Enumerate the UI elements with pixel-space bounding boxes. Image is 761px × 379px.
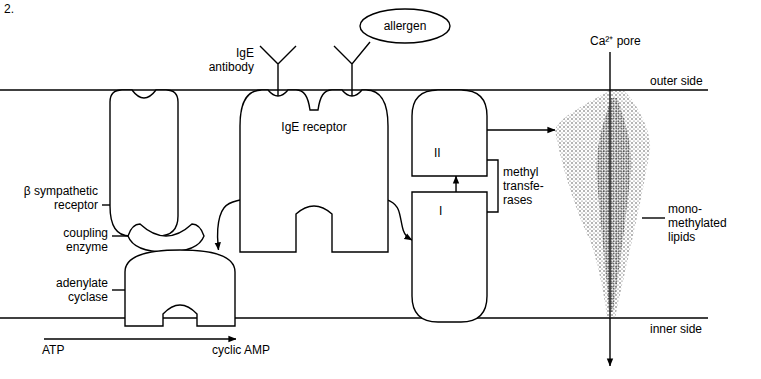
text-slot: Ca²⁺ pore (590, 34, 641, 48)
transferase-box: I (412, 192, 487, 322)
text-slot: β sympathetic receptor (8, 184, 98, 212)
text-slot: allergen (359, 19, 451, 33)
text-slot: ATP (42, 343, 64, 357)
enzyme-shape-outline (128, 222, 204, 252)
node-text: adenylate cyclase (56, 276, 108, 304)
transferase-box-outline (412, 192, 487, 322)
cyclase-shape-outline (125, 250, 235, 326)
node-text: IgE receptor (281, 120, 346, 134)
pore-label: Ca²⁺ pore (590, 34, 641, 48)
leader-line (102, 204, 110, 205)
outer-membrane-line (0, 89, 708, 90)
enzyme-shape-path (128, 224, 204, 252)
inner-membrane-line (0, 317, 708, 318)
text-slot: IgE antibody (192, 46, 254, 74)
antibody-symbol (334, 42, 370, 96)
text-slot: methyl transfe- rases (503, 165, 555, 207)
transferase-box: II (412, 90, 487, 176)
ige-receptor-outline (240, 86, 388, 252)
lipid-region-path (555, 90, 650, 318)
connector-arrow (218, 200, 240, 250)
node-text: I (439, 204, 442, 218)
ige-receptor-path (240, 90, 388, 252)
text-slot: I (439, 204, 442, 218)
cyclase-shape: adenylate cyclase (125, 250, 235, 326)
node-text: mono- methylated lipids (668, 202, 727, 244)
node-text: β sympathetic receptor (24, 184, 98, 212)
text-slot: inner side (650, 322, 702, 336)
text-slot: coupling enzyme (44, 226, 108, 254)
receptor-shape-path (110, 90, 178, 236)
node-text: II (434, 146, 441, 160)
text-slot: 2. (4, 2, 14, 16)
enzyme-shape: coupling enzyme (128, 222, 204, 252)
text-slot: II (434, 146, 441, 160)
side-label: outer side (650, 74, 703, 88)
leader-line (642, 217, 665, 218)
transferase-box-path (412, 192, 487, 322)
antibody-label: IgE antibody (209, 46, 254, 74)
lipid-region: mono- methylated lipids (555, 90, 655, 318)
bracket (487, 160, 498, 212)
text-slot: adenylate cyclase (44, 276, 108, 304)
text-slot: cyclic AMP (212, 343, 270, 357)
connector-arrow (455, 176, 456, 192)
transferase-box-path (412, 90, 487, 176)
substrate-label: ATP (42, 343, 64, 357)
lipid-region-outline (555, 90, 655, 318)
connector-arrow (388, 200, 412, 240)
side-label: inner side (650, 322, 702, 336)
text-slot: IgE receptor (240, 120, 388, 134)
node-text: allergen (384, 19, 427, 33)
product-label: cyclic AMP (212, 343, 270, 357)
receptor-shape-outline (110, 88, 178, 236)
reaction-arrow (44, 338, 236, 339)
allergen-oval: allergen (359, 8, 451, 44)
antibody-symbol (260, 46, 296, 96)
receptor-shape: β sympathetic receptor (110, 88, 178, 236)
text-slot: mono- methylated lipids (668, 202, 740, 244)
ige-receptor: IgE receptor (240, 86, 388, 252)
allergen-oval-path (360, 9, 450, 43)
transferase-box-outline (412, 90, 487, 176)
connector-arrow (487, 129, 555, 130)
figure-number: 2. (4, 2, 14, 16)
text-slot: outer side (650, 74, 703, 88)
leader-line (112, 289, 125, 290)
enzyme-label: methyl transfe- rases (503, 165, 544, 207)
cyclase-shape-path (125, 250, 235, 326)
lipid-region-path (597, 98, 631, 312)
node-text: coupling enzyme (63, 226, 108, 254)
